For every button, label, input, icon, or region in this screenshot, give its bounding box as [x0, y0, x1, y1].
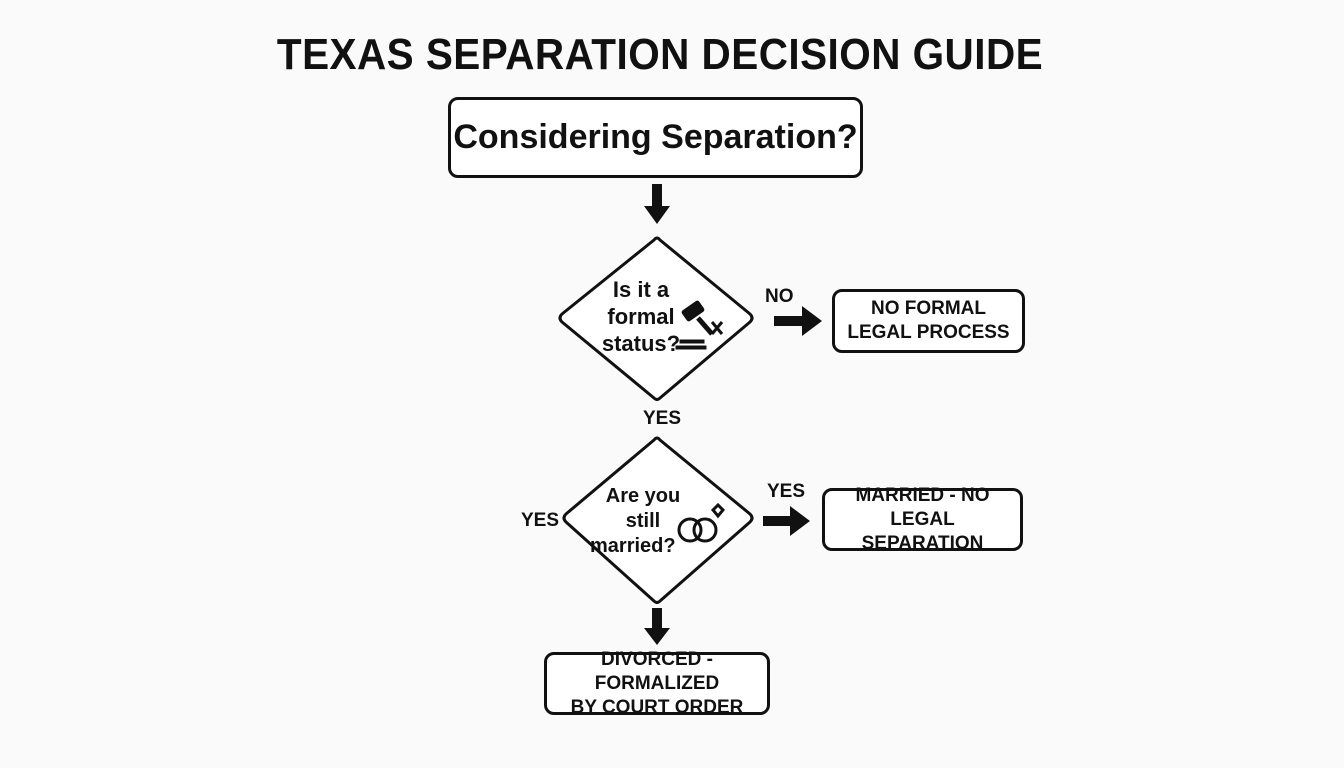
- outcome-married-line2: SEPARATION: [861, 532, 984, 554]
- outcome-divorced: DIVORCED - FORMALIZED BY COURT ORDER: [544, 649, 770, 718]
- arrow-decision2-to-divorced: [644, 608, 670, 645]
- start-node-label: Considering Separation?: [453, 118, 858, 156]
- wedding-rings-icon: [677, 502, 726, 543]
- outcome-no-formal-line2: LEGAL PROCESS: [847, 322, 1010, 343]
- decision1-question: Is it a formal status?: [596, 276, 686, 357]
- outcome-married: MARRIED - NO LEGAL SEPARATION: [822, 485, 1023, 554]
- edge-label-d2-yes-right: YES: [767, 481, 806, 502]
- diagram-title: TEXAS SEPARATION DECISION GUIDE: [276, 30, 1044, 79]
- decision2-diamond: [562, 436, 754, 604]
- outcome-no-formal: NO FORMAL LEGAL PROCESS: [832, 289, 1025, 353]
- arrow-decision1-to-no-formal: [774, 306, 822, 336]
- decision1-line2: formal: [607, 304, 675, 329]
- outcome-married-line1: MARRIED - NO LEGAL: [855, 484, 990, 530]
- edge-label-d1-yes: YES: [643, 408, 682, 429]
- decision2-question: Are you still married?: [588, 484, 698, 559]
- gavel-icon: [675, 300, 724, 350]
- decision2-line1: Are you still: [605, 485, 681, 532]
- start-node: Considering Separation?: [448, 97, 863, 178]
- edge-label-d1-no: NO: [765, 286, 794, 307]
- outcome-divorced-line1: DIVORCED - FORMALIZED: [594, 648, 720, 694]
- outcome-divorced-line2: BY COURT ORDER: [570, 696, 744, 718]
- decision1-line1: Is it a: [612, 277, 670, 302]
- decision1-line3: status?: [601, 331, 681, 356]
- outcome-no-formal-line1: NO FORMAL: [870, 298, 987, 319]
- decision2-line2: married?: [590, 535, 676, 557]
- arrow-start-to-decision1: [644, 184, 670, 224]
- decision1-diamond: [558, 236, 754, 401]
- arrow-decision2-to-married: [763, 506, 810, 536]
- edge-label-d2-yes-left: YES: [521, 510, 560, 531]
